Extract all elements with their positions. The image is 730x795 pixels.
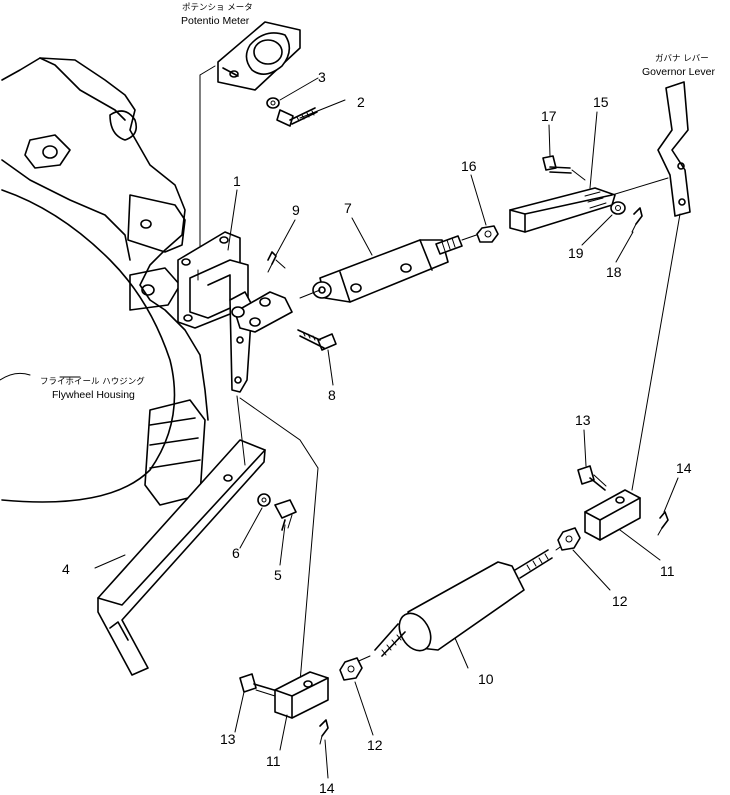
washer-3	[266, 97, 280, 109]
callout-15: 15	[593, 94, 609, 110]
nut-12-upper	[557, 527, 581, 551]
flywheel-housing-caption: Flywheel Housing	[52, 389, 135, 401]
potentiometer-caption: Potentio Meter	[181, 15, 250, 27]
callout-12-lower: 12	[367, 737, 383, 753]
governor-lever-caption: Governor Lever	[642, 66, 715, 78]
washer-19	[610, 201, 626, 215]
flywheel-housing	[0, 57, 209, 506]
bolt-2	[276, 107, 318, 127]
callout-4: 4	[62, 561, 70, 577]
bolt-8	[297, 329, 337, 351]
nut-12-lower	[339, 657, 363, 681]
callout-2: 2	[357, 94, 365, 110]
governor-lever-caption-jp: ガバナ レバー	[655, 53, 709, 64]
callout-17: 17	[541, 108, 557, 124]
cotter-pin-18	[631, 207, 643, 233]
callout-11-upper: 11	[660, 563, 675, 579]
cylinder-7	[299, 231, 486, 303]
washer-6	[257, 493, 271, 507]
bolt-17	[542, 155, 586, 181]
bracket-1	[177, 231, 253, 393]
rod-end-15	[509, 177, 669, 233]
callout-7: 7	[344, 200, 352, 216]
flywheel-housing-caption-jp: フライホイール ハウジング	[40, 376, 145, 387]
callout-13-lower: 13	[220, 731, 236, 747]
callout-1: 1	[233, 173, 241, 189]
callout-9: 9	[292, 202, 300, 218]
cotter-pin-14-upper	[657, 511, 669, 536]
bolt-5	[274, 499, 297, 531]
callout-8: 8	[328, 387, 336, 403]
potentiometer	[199, 21, 301, 263]
callout-13-upper: 13	[575, 412, 591, 428]
clevis-11-upper	[584, 489, 641, 541]
leader-lines	[59, 77, 679, 779]
callout-16: 16	[461, 158, 477, 174]
clevis-11-lower	[274, 671, 329, 719]
cotter-pin-9	[267, 251, 286, 273]
potentiometer-caption-jp: ポテンショ メータ	[182, 3, 253, 13]
bolt-13-lower	[239, 673, 276, 697]
bolt-13-upper	[577, 465, 607, 491]
cotter-pin-14-lower	[319, 719, 329, 745]
callout-6: 6	[232, 545, 240, 561]
callout-12-upper: 12	[612, 593, 628, 609]
callout-19: 19	[568, 245, 584, 261]
callout-10: 10	[478, 671, 494, 687]
callout-18: 18	[606, 264, 622, 280]
governor-lever	[631, 81, 691, 491]
link-plate	[231, 291, 293, 333]
nut-16	[476, 225, 499, 243]
callout-5: 5	[274, 567, 282, 583]
linkage-rod-line	[239, 397, 319, 683]
callout-11-lower: 11	[266, 753, 281, 769]
callout-3: 3	[318, 69, 326, 85]
callout-14-lower: 14	[319, 780, 335, 795]
callout-14-upper: 14	[676, 460, 692, 476]
damper-10	[351, 539, 571, 665]
bracket-4	[97, 395, 266, 676]
